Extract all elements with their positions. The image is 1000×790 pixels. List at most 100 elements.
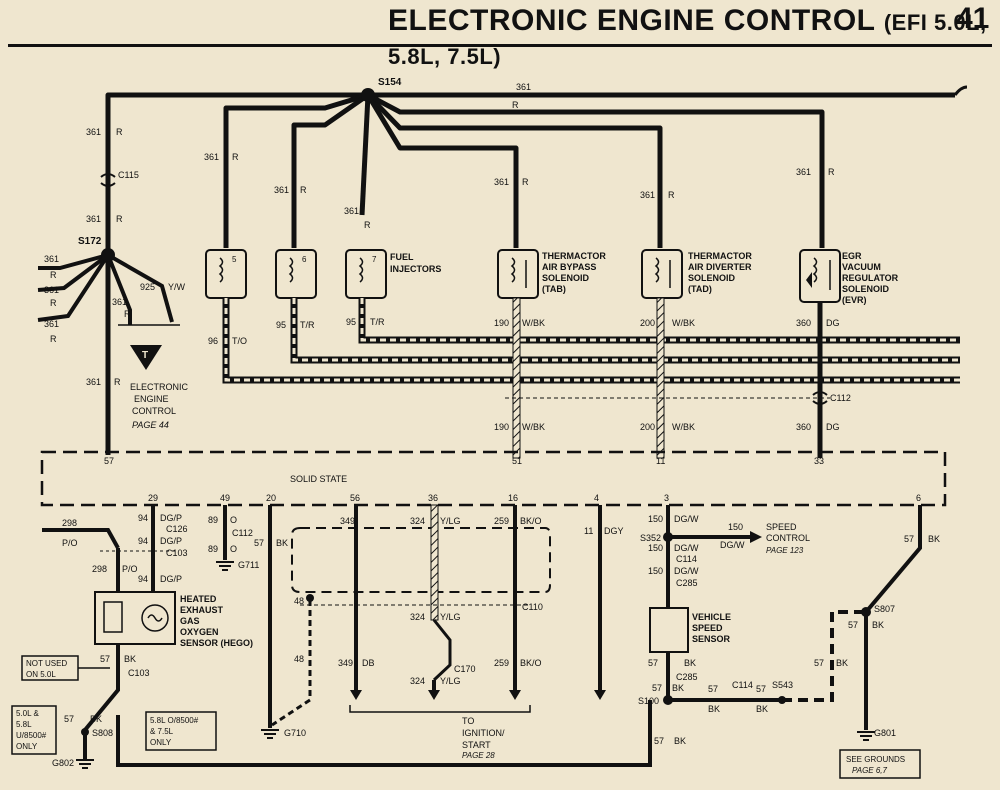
vss-line-1: VEHICLE	[692, 612, 731, 622]
note-right-line-1: 5.8L O/8500#	[150, 716, 199, 725]
ecu-block	[40, 450, 947, 507]
ground-symbol-g711	[216, 561, 234, 571]
tab-line-3: SOLENOID	[542, 273, 590, 283]
label-s807: S807	[874, 604, 895, 614]
label-r: R	[828, 167, 835, 177]
tad-line-4: (TAD)	[688, 284, 712, 294]
wire-324-bend	[432, 619, 452, 682]
pin-33: 33	[814, 456, 824, 466]
wire-298	[42, 528, 120, 549]
label-dgp: DG/P	[160, 513, 182, 523]
label-r: R	[50, 334, 57, 344]
pin-11: 11	[656, 456, 665, 466]
label-324: 324	[410, 676, 425, 686]
note-left-line-3: U/8500#	[16, 731, 47, 740]
ground-symbol-g802	[76, 759, 94, 769]
pin-57: 57	[104, 456, 114, 466]
evr-line-5: (EVR)	[842, 295, 867, 305]
pin-49: 49	[220, 493, 230, 503]
label-200: 200	[640, 422, 655, 432]
label-361: 361	[44, 319, 59, 329]
arrow-349	[350, 690, 362, 700]
wire-361-to-tad	[366, 93, 663, 248]
connector-c112-top	[812, 391, 828, 405]
label-ylg: Y/LG	[440, 612, 461, 622]
note-engines-right	[145, 711, 217, 751]
label-s154: S154	[378, 77, 402, 88]
ignition-bracket	[349, 705, 531, 713]
label-wbk: W/BK	[672, 422, 695, 432]
label-r: R	[50, 270, 57, 280]
label-bko: BK/O	[520, 516, 542, 526]
label-259: 259	[494, 658, 509, 668]
label-r: R	[300, 185, 307, 195]
label-c103-a: C103	[166, 548, 188, 558]
hego-line-5: SENSOR (HEGO)	[180, 638, 253, 648]
label-57: 57	[652, 683, 662, 693]
label-360: 360	[796, 318, 811, 328]
speed-control-page-ref: PAGE 123	[766, 546, 804, 555]
label-48: 48	[294, 596, 304, 606]
label-95: 95	[276, 320, 286, 330]
label-dgw: DG/W	[674, 566, 699, 576]
injector-7: 7	[345, 249, 387, 299]
label-c115: C115	[118, 170, 139, 180]
label-r: R	[116, 127, 123, 137]
label-57: 57	[814, 658, 824, 668]
label-s808: S808	[92, 728, 113, 738]
label-57: 57	[100, 654, 110, 664]
label-db: DB	[362, 658, 375, 668]
label-tr: T/R	[300, 320, 315, 330]
injector-output-wires	[222, 298, 960, 384]
label-bk: BK	[672, 683, 684, 693]
label-298: 298	[92, 564, 107, 574]
label-94: 94	[138, 574, 148, 584]
pin-16: 16	[508, 493, 518, 503]
label-wbk: W/BK	[522, 318, 545, 328]
wire-57-pin6	[864, 505, 922, 730]
label-po: P/O	[122, 564, 138, 574]
label-298: 298	[62, 518, 77, 528]
injector-5: 5	[205, 249, 247, 299]
label-bk: BK	[90, 714, 102, 724]
tad-line-3: SOLENOID	[688, 273, 736, 283]
title-rule	[8, 44, 992, 47]
eec-line-3: CONTROL	[132, 406, 176, 416]
pin-56: 56	[350, 493, 360, 503]
ignition-line-3: START	[462, 740, 491, 750]
title-main: ELECTRONIC ENGINE CONTROL	[388, 4, 875, 37]
tab-line-2: AIR BYPASS	[542, 262, 596, 272]
label-94: 94	[138, 536, 148, 546]
label-o: O	[230, 544, 237, 554]
label-bk: BK	[124, 654, 136, 664]
label-r: R	[50, 298, 57, 308]
label-89: 89	[208, 515, 218, 525]
label-s352: S352	[640, 533, 661, 543]
ignition-line-2: IGNITION/	[462, 728, 505, 738]
label-r: R	[124, 309, 131, 319]
pin-20: 20	[266, 493, 276, 503]
label-bk: BK	[708, 704, 720, 714]
see-grounds-box	[839, 749, 921, 779]
label-ylg: Y/LG	[440, 676, 461, 686]
pin-6: 6	[916, 493, 921, 503]
label-361: 361	[494, 177, 509, 187]
label-dgp: DG/P	[160, 536, 182, 546]
splice-s807	[861, 607, 871, 617]
evr-line-2: VACUUM	[842, 262, 881, 272]
t-marker	[130, 345, 162, 370]
label-259: 259	[494, 516, 509, 526]
label-g710: G710	[284, 728, 306, 738]
label-361: 361	[86, 214, 101, 224]
label-g801: G801	[874, 728, 896, 738]
arrow-speed-control	[750, 531, 762, 543]
pin-51: 51	[512, 456, 522, 466]
label-89: 89	[208, 544, 218, 554]
tab-solenoid	[497, 249, 539, 299]
label-s543: S543	[772, 680, 793, 690]
label-361: 361	[640, 190, 655, 200]
label-dgp: DG/P	[160, 574, 182, 584]
connector-c115	[100, 173, 116, 187]
hego-line-1: HEATED	[180, 594, 217, 604]
